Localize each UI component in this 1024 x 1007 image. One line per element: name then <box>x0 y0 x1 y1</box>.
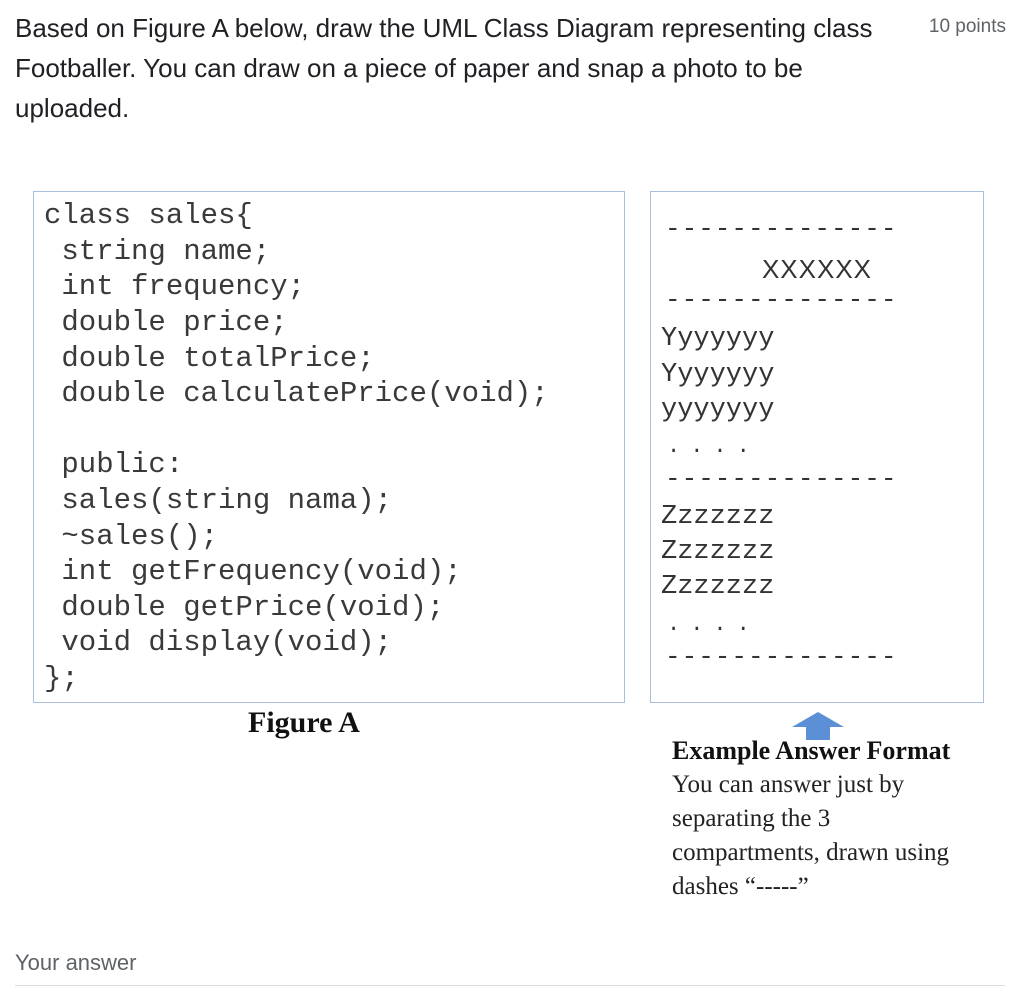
code-line: int getFrequency(void); <box>44 555 462 588</box>
uml-divider: -------------- <box>665 214 898 244</box>
code-line: string name; <box>44 235 271 268</box>
uml-divider: -------------- <box>665 642 898 672</box>
uml-attribute: Yyyyyyy <box>661 324 775 354</box>
uml-attribute: Yyyyyyy <box>661 360 775 390</box>
uml-attribute: yyyyyyy <box>661 395 775 425</box>
arrow-up-icon <box>792 712 844 740</box>
example-text: You can answer just by separating the 3 … <box>672 771 950 900</box>
code-line: ~sales(); <box>44 520 219 553</box>
code-line: public: <box>44 448 184 481</box>
answer-input[interactable] <box>15 944 1005 986</box>
uml-ellipsis: .... <box>667 612 760 637</box>
question-text: Based on Figure A below, draw the UML Cl… <box>15 13 873 123</box>
code-line: int frequency; <box>44 270 306 303</box>
uml-method: Zzzzzzz <box>661 572 775 602</box>
uml-divider: -------------- <box>665 285 898 315</box>
uml-divider: -------------- <box>665 464 898 494</box>
code-line: double getPrice(void); <box>44 591 445 624</box>
points-label: 10 points <box>928 16 1006 37</box>
code-figure: class sales{ string name; int frequency;… <box>33 191 625 703</box>
code-line: void display(void); <box>44 626 393 659</box>
code-line: double calculatePrice(void); <box>44 377 549 410</box>
uml-method: Zzzzzzz <box>661 537 775 567</box>
code-line: class sales{ <box>44 199 253 232</box>
figure-caption: Figure A <box>248 706 360 739</box>
code-line: double price; <box>44 306 288 339</box>
answer-label: Your answer <box>15 950 137 975</box>
uml-ellipsis: .... <box>667 434 760 459</box>
uml-class-name: XXXXXX <box>761 254 873 284</box>
uml-example-figure: -------------- XXXXXX -------------- Yyy… <box>650 191 984 703</box>
code-line: sales(string nama); <box>44 484 393 517</box>
code-line: double totalPrice; <box>44 342 375 375</box>
code-line: }; <box>44 662 79 695</box>
example-title: Example Answer Format <box>672 736 951 765</box>
uml-method: Zzzzzzz <box>661 502 775 532</box>
